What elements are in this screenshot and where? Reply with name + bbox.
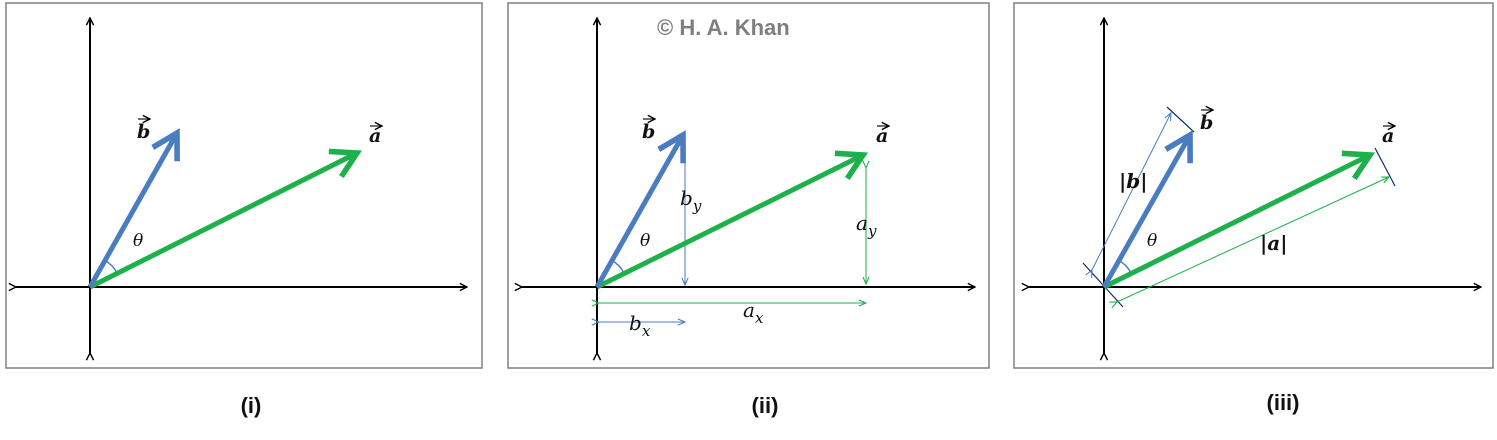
panel-ii-label-ay: ay [856, 211, 877, 240]
panel-iii: b a θ |b| |a| [1013, 2, 1494, 369]
panel-iii-a-end-tick [1374, 147, 1396, 187]
panel-ii-label-ax: ax [743, 298, 764, 327]
panel-ii-frame [507, 2, 990, 369]
panel-iii-mag-a-dimension [1117, 177, 1389, 302]
caption-panel-iii: (iii) [1267, 390, 1300, 415]
panel-i-label-b: b [137, 121, 150, 143]
panel-ii-vector-a [595, 150, 869, 290]
panel-ii-label-bx: bx [629, 311, 651, 340]
caption-panel-i: (i) [241, 393, 262, 418]
panel-iii-vector-a [1102, 150, 1376, 290]
caption-panel-ii: (ii) [752, 393, 779, 418]
panel-i-vector-b [87, 128, 180, 289]
panel-i-vector-a [88, 148, 363, 290]
panel-iii-label-mag-a: |a| [1260, 231, 1288, 255]
panel-iii-label-mag-b: |b| [1119, 169, 1148, 193]
panel-i-label-a: a [369, 125, 381, 147]
panel-iii-frame [1013, 2, 1494, 369]
panel-iii-label-b: b [1200, 112, 1213, 134]
panel-ii-label-a: a [876, 125, 888, 147]
panel-i-label-theta: θ [133, 231, 143, 251]
panel-ii-vector-b [594, 130, 686, 289]
panel-iii-label-a: a [1382, 125, 1394, 147]
panel-iii-label-theta: θ [1147, 231, 1157, 251]
panel-ii-label-by: by [680, 186, 702, 215]
panel-iii-vector-b [1101, 130, 1193, 289]
panel-i: b a θ [5, 2, 483, 369]
panel-i-frame [5, 2, 483, 369]
copyright-text: © H. A. Khan [657, 15, 790, 40]
panel-ii-label-theta: θ [640, 231, 650, 251]
panel-ii-label-b: b [642, 121, 655, 143]
panel-iii-b-end-tick [1166, 106, 1195, 133]
panel-ii: © H. A. Khan b a θ by ay ax bx [507, 2, 990, 369]
